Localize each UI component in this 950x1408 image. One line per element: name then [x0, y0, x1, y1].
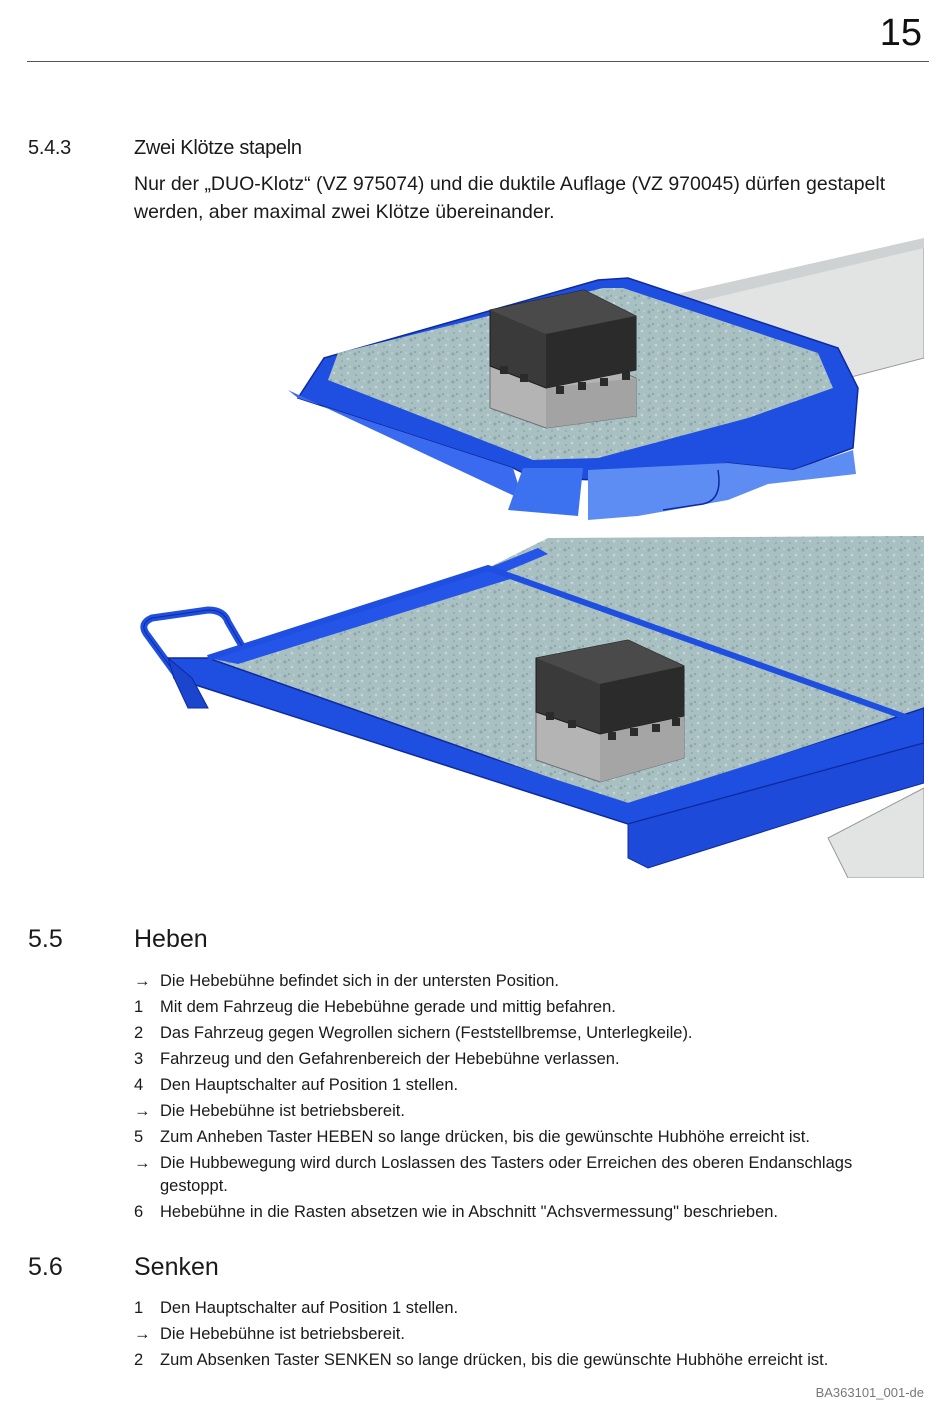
step-marker: 1: [134, 1299, 144, 1317]
step-marker: 5: [134, 1128, 144, 1146]
list-item: 4 Den Hauptschalter auf Position 1 stelle…: [134, 1074, 924, 1097]
step-marker: 2: [134, 1024, 144, 1042]
list-item: 3 Fahrzeug und den Gefahrenbereich der He…: [134, 1048, 924, 1071]
list-item: 6 Hebebühne in die Rasten absetzen wie in…: [134, 1201, 924, 1224]
section-number: 5.4.3: [28, 137, 71, 159]
header-rule: [27, 61, 929, 62]
list-item: 2 Das Fahrzeug gegen Wegrollen sichern (F…: [134, 1022, 924, 1045]
stacked-blocks-illustration: [140, 238, 924, 878]
list-item: 2 Zum Absenken Taster SENKEN so lange drü…: [134, 1349, 924, 1372]
step-marker: 6: [134, 1203, 144, 1221]
list-item: 1 Mit dem Fahrzeug die Hebebühne gerade u…: [134, 996, 924, 1019]
step-text: Die Hebebühne ist betriebsbereit.: [160, 1325, 405, 1343]
step-text: Hebebühne in die Rasten absetzen wie in …: [160, 1203, 779, 1221]
section-5-4-3-paragraph: Nur der „DUO-Klotz“ (VZ 975074) und die …: [134, 173, 886, 223]
step-marker: 1: [134, 998, 144, 1016]
page-number: 15: [879, 12, 922, 54]
list-item: → Die Hebebühne befindet sich in der unte…: [134, 970, 924, 993]
list-item: → Die Hebebühne ist betriebsbereit.: [134, 1100, 924, 1123]
step-text: Zum Anheben Taster HEBEN so lange drücke…: [160, 1128, 810, 1146]
list-item: → Die Hubbewegung wird durch Loslassen de…: [134, 1152, 924, 1198]
step-marker: →: [134, 1154, 151, 1172]
step-marker: →: [134, 972, 151, 990]
section-title: Heben: [134, 925, 208, 953]
list-item: 1 Den Hauptschalter auf Position 1 stelle…: [134, 1297, 924, 1320]
step-marker: →: [134, 1325, 151, 1343]
list-item: 5 Zum Anheben Taster HEBEN so lange drück…: [134, 1126, 924, 1149]
step-text: Die Hebebühne befindet sich in der unter…: [160, 972, 560, 990]
section-number: 5.5: [28, 925, 63, 953]
step-marker: 4: [134, 1076, 144, 1094]
step-text: Fahrzeug und den Gefahrenbereich der Heb…: [160, 1050, 620, 1068]
step-marker: 3: [134, 1050, 144, 1068]
document-id-footer: BA363101_001-de: [815, 1385, 924, 1400]
step-text: Zum Absenken Taster SENKEN so lange drüc…: [160, 1351, 829, 1369]
step-text: Mit dem Fahrzeug die Hebebühne gerade un…: [160, 998, 616, 1016]
section-title: Senken: [134, 1253, 219, 1281]
step-text: Den Hauptschalter auf Position 1 stellen…: [160, 1299, 459, 1317]
section-title: Zwei Klötze stapeln: [134, 137, 302, 159]
step-text: Den Hauptschalter auf Position 1 stellen…: [160, 1076, 459, 1094]
step-text: Die Hubbewegung wird durch Loslassen des…: [160, 1154, 853, 1195]
heben-steps-list: → Die Hebebühne befindet sich in der unte…: [134, 970, 924, 1227]
list-item: → Die Hebebühne ist betriebsbereit.: [134, 1323, 924, 1346]
senken-steps-list: 1 Den Hauptschalter auf Position 1 stelle…: [134, 1297, 924, 1375]
step-text: Das Fahrzeug gegen Wegrollen sichern (Fe…: [160, 1024, 693, 1042]
step-text: Die Hebebühne ist betriebsbereit.: [160, 1102, 405, 1120]
step-marker: 2: [134, 1351, 144, 1369]
section-number: 5.6: [28, 1253, 63, 1281]
step-marker: →: [134, 1102, 151, 1120]
